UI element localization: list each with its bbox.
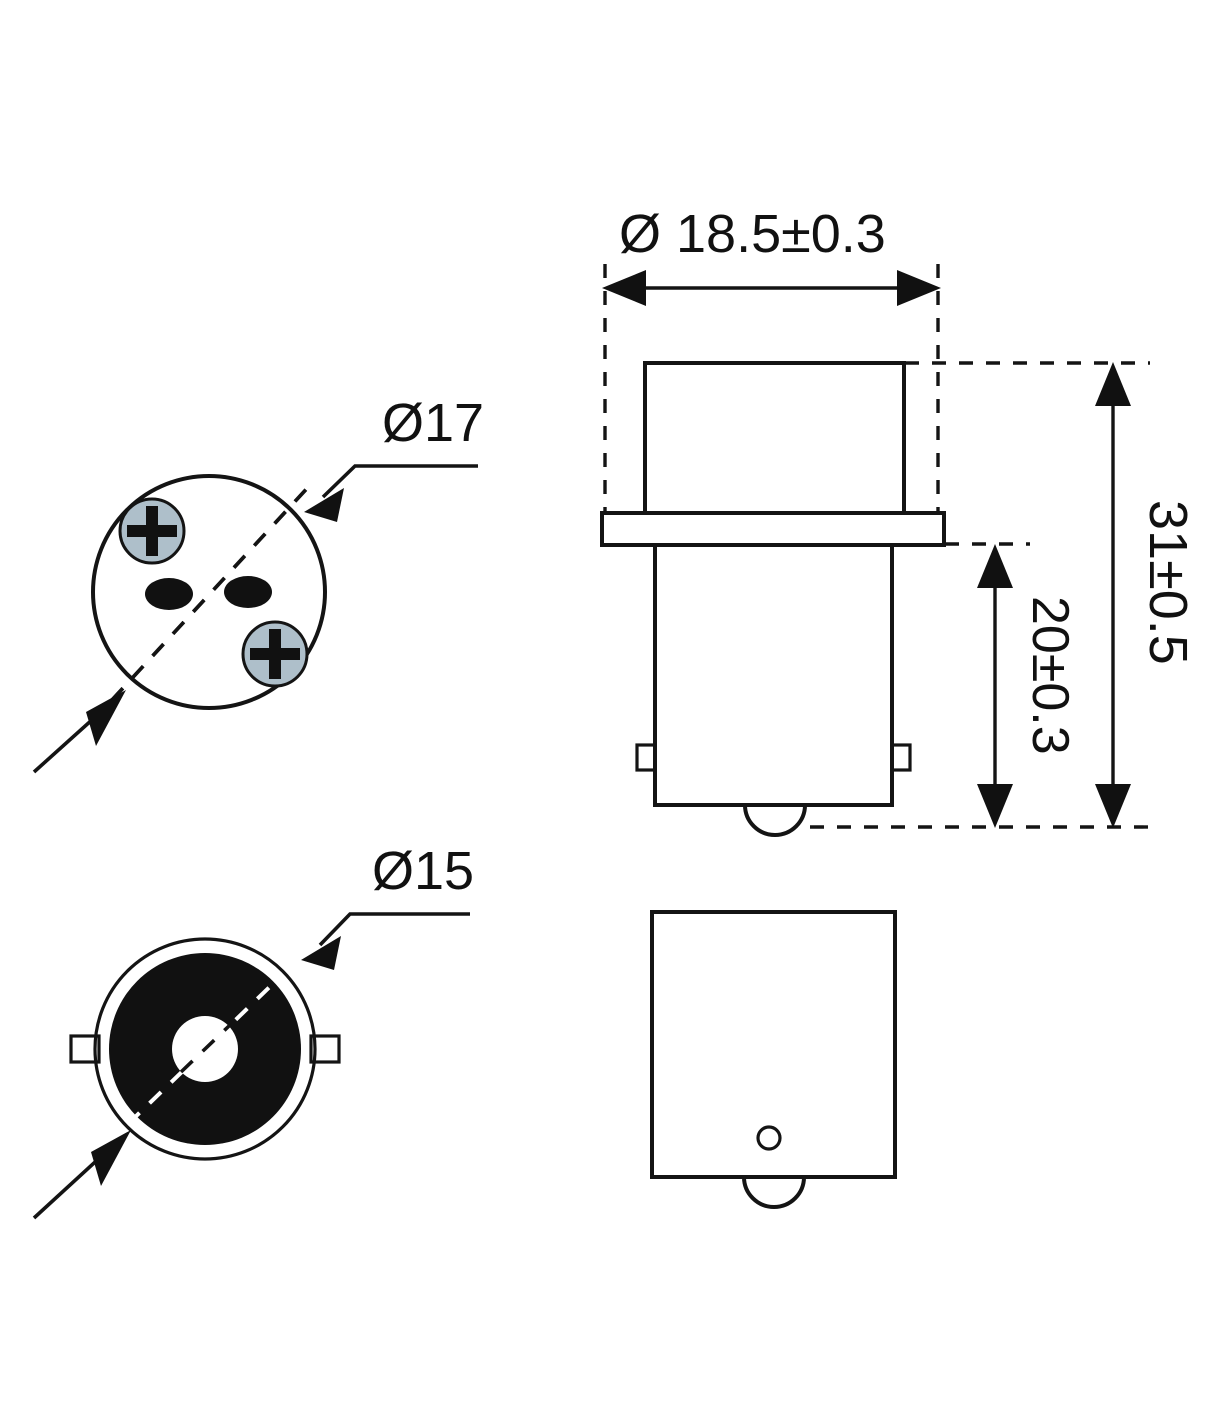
side-contact-bump xyxy=(742,1176,806,1209)
cap-diameter-label: Ø17 xyxy=(382,393,484,453)
lamp-base-rect xyxy=(653,543,894,807)
overall-height-label: 31±0.5 xyxy=(1138,500,1198,665)
view-cap-top: Ø17 xyxy=(32,393,484,774)
dimension-arrow-icon xyxy=(304,488,344,522)
dimension-arrow-icon xyxy=(91,1130,131,1186)
view-side-elevation xyxy=(650,910,897,1209)
phillips-screw-icon-slot-h xyxy=(250,648,300,660)
cap-diameter-leader-line xyxy=(321,464,478,499)
base-contact-bump xyxy=(743,804,807,837)
side-contact-circle xyxy=(756,1125,782,1151)
dimension-arrow-icon xyxy=(897,270,941,306)
cap-outer-circle xyxy=(91,474,327,710)
base-centerline-dark xyxy=(179,1024,231,1074)
base-diameter-leader-line xyxy=(318,912,470,947)
dimension-arrow-icon xyxy=(86,690,126,746)
view-base-bottom: Ø15 xyxy=(32,841,474,1220)
dimension-arrow-icon xyxy=(1095,362,1131,406)
base-centerline-white xyxy=(126,973,284,1126)
base-height-label: 20±0.3 xyxy=(1021,596,1079,755)
cap-contact-oval-right xyxy=(224,576,272,608)
base-outer-circle xyxy=(93,937,317,1161)
dimension-arrow-icon xyxy=(977,784,1013,828)
body-diameter-label: Ø 18.5±0.3 xyxy=(619,204,886,264)
dimension-arrow-icon xyxy=(602,270,646,306)
base-diameter-label: Ø15 xyxy=(372,841,474,901)
dimension-arrow-icon xyxy=(977,544,1013,588)
dimension-arrow-icon xyxy=(301,936,341,970)
dimension-arrow-icon xyxy=(1095,784,1131,828)
lamp-flange-rect xyxy=(600,511,946,547)
phillips-screw-icon-slot-h xyxy=(127,525,177,537)
cap-contact-oval-left xyxy=(145,578,193,610)
bayonet-pin-left xyxy=(69,1034,101,1064)
bayonet-pin-right xyxy=(309,1034,341,1064)
side-body-rect xyxy=(650,910,897,1179)
lamp-body-rect xyxy=(643,361,906,515)
cap-centerline-top xyxy=(110,481,314,702)
view-front-elevation: Ø 18.5±0.3 31±0.5 xyxy=(600,204,1198,837)
